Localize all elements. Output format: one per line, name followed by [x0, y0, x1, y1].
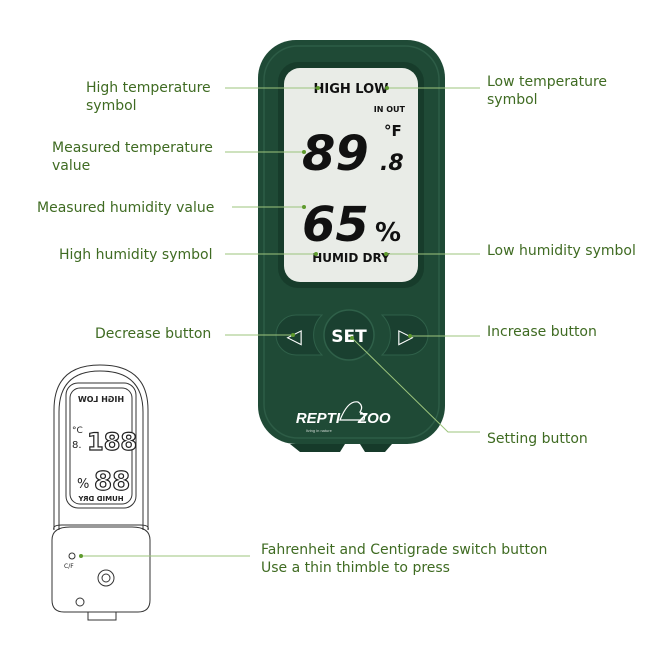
sketch-temperature: 188	[87, 428, 137, 456]
sketch-humid-dry: HUMID DRY	[77, 495, 123, 503]
label-measured-temp: Measured temperature	[52, 140, 213, 156]
back-view-sketch	[51, 364, 151, 621]
label-switch-button-hint: Use a thin thimble to press	[261, 560, 450, 576]
temperature-value: 89	[302, 126, 369, 182]
high-low-indicator: HIGH LOW	[313, 82, 388, 97]
temperature-decimal: .8	[380, 151, 404, 176]
device-feet	[290, 444, 392, 452]
label-high-humidity-symbol: High humidity symbol	[59, 247, 212, 263]
label-low-temp-symbol-2: symbol	[487, 92, 538, 108]
reptizoo-logo: REPTI ZOO living in nature	[296, 401, 391, 433]
sketch-temp-decimal: 8.	[72, 440, 82, 451]
lizard-logo-icon	[339, 401, 366, 421]
set-button-label: SET	[331, 327, 367, 347]
label-low-temp-symbol: Low temperature	[487, 74, 607, 90]
lcd-screen	[284, 68, 418, 282]
svg-text:living in nature: living in nature	[306, 428, 333, 433]
label-decrease-button: Decrease button	[95, 326, 211, 342]
in-out-indicator: IN OUT	[374, 105, 406, 114]
humidity-unit: %	[375, 218, 401, 248]
sketch-humidity-unit: %	[77, 477, 89, 492]
sketch-switch-label: C/F	[64, 563, 74, 570]
label-setting-button: Setting button	[487, 431, 588, 447]
callout-labels: High temperature symbol Measured tempera…	[37, 74, 636, 576]
sketch-humidity: 88	[94, 467, 130, 497]
label-increase-button: Increase button	[487, 324, 597, 340]
leader-lines	[79, 86, 480, 558]
right-arrow-icon: ▷	[398, 324, 414, 348]
label-switch-button: Fahrenheit and Centigrade switch button	[261, 542, 547, 558]
increase-button[interactable]: ▷	[380, 314, 429, 356]
label-high-temp-symbol: High temperature	[86, 80, 211, 96]
svg-text:REPTI: REPTI	[296, 410, 341, 427]
sketch-high-low: HIGH LOW	[78, 395, 124, 404]
temperature-unit: °F	[384, 122, 402, 140]
humidity-value: 65	[302, 197, 369, 253]
sketch-temp-unit: °C	[72, 426, 83, 436]
humid-dry-indicator: HUMID DRY	[312, 251, 390, 265]
label-low-humidity-symbol: Low humidity symbol	[487, 243, 636, 259]
label-measured-temp-2: value	[52, 158, 90, 174]
thermometer-device: HIGH LOW IN OUT 89 °F .8 65 % HUMID DRY …	[258, 40, 445, 452]
svg-text:ZOO: ZOO	[357, 410, 391, 427]
label-high-temp-symbol-2: symbol	[86, 98, 137, 114]
label-measured-humidity: Measured humidity value	[37, 200, 214, 216]
